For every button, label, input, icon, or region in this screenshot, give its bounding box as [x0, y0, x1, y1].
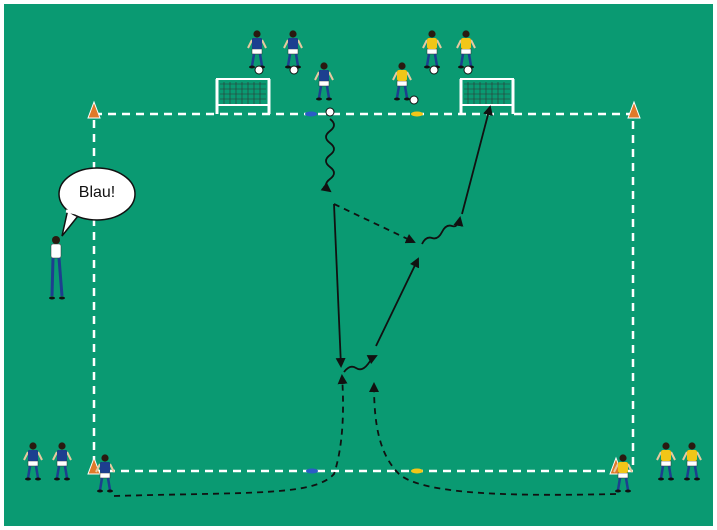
marker-disc-icon: [411, 469, 423, 474]
pass-arrow: [334, 204, 414, 242]
ball-icon: [430, 66, 438, 74]
marker-disc-icon: [411, 112, 423, 117]
run-path: [374, 384, 616, 495]
player-icon: [657, 442, 675, 480]
training-pitch: Blau!: [4, 4, 713, 526]
shot-arrow: [462, 107, 490, 214]
goal-icon: [461, 79, 513, 114]
coach-icon: [49, 236, 65, 300]
player-icon: [457, 30, 475, 68]
player-icon: [315, 62, 333, 100]
marker-disc-icon: [306, 469, 318, 474]
drill-diagram: [4, 4, 713, 526]
pitch-boundary: [94, 114, 633, 471]
player-icon: [683, 442, 701, 480]
player-icon: [423, 30, 441, 68]
dribble-path: [344, 356, 376, 372]
coach-call-text: Blau!: [67, 184, 127, 202]
ball-icon: [290, 66, 298, 74]
player-icon: [248, 30, 266, 68]
dribble-path: [422, 218, 460, 244]
ball-icon: [326, 108, 334, 116]
cone-icon: [88, 102, 100, 118]
ball-icon: [410, 96, 418, 104]
goal-icon: [217, 79, 269, 114]
player-icon: [53, 442, 71, 480]
run-path: [114, 376, 343, 496]
run-arrow: [376, 259, 418, 346]
cone-icon: [628, 102, 640, 118]
ball-icon: [255, 66, 263, 74]
player-icon: [24, 442, 42, 480]
ball-icon: [464, 66, 472, 74]
run-arrow: [334, 204, 341, 366]
player-icon: [284, 30, 302, 68]
marker-disc-icon: [305, 112, 317, 117]
speech-bubble-icon: [59, 168, 135, 236]
player-icon: [393, 62, 411, 100]
dribble-path: [326, 119, 334, 191]
